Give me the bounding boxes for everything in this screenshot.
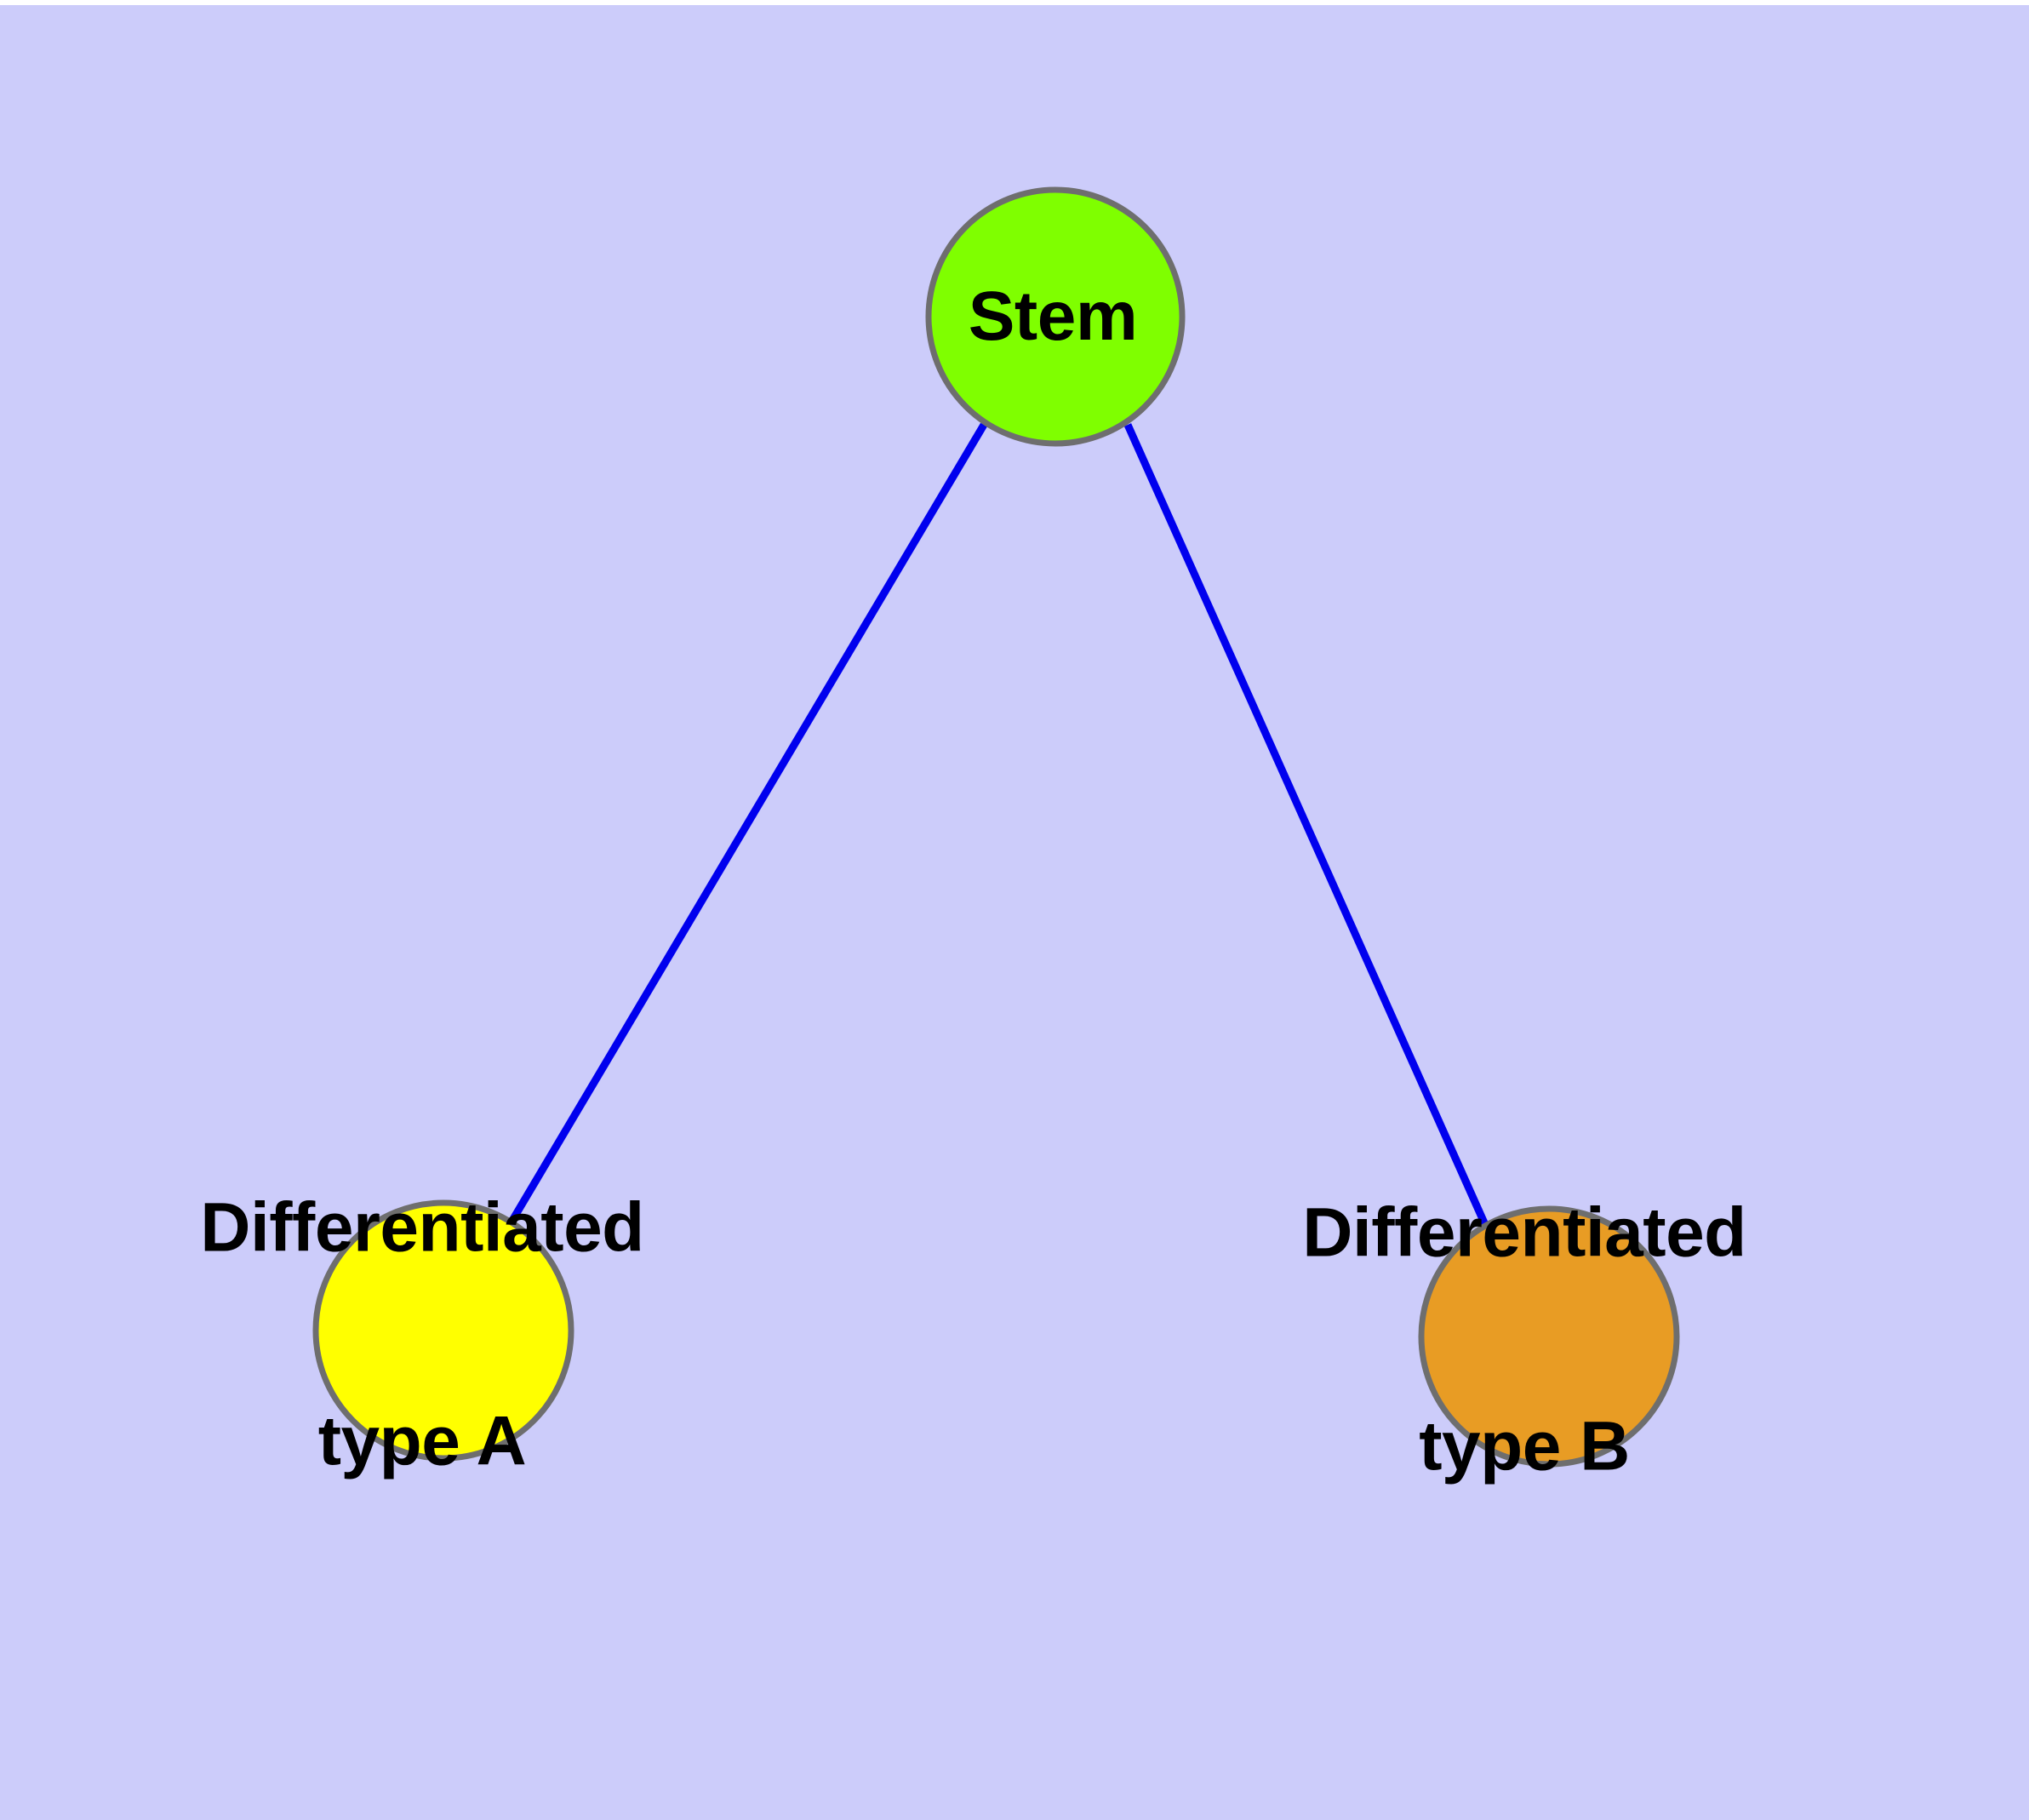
node-layer	[312, 186, 1680, 1468]
edge-layer	[507, 422, 1490, 1228]
node-stem[interactable]	[925, 186, 1186, 447]
edge-stem-to-differentiated-type-a[interactable]	[507, 422, 987, 1226]
node-differentiated-type-b[interactable]	[1418, 1205, 1680, 1468]
edge-stem-to-differentiated-type-b[interactable]	[1123, 423, 1490, 1228]
node-differentiated-type-a[interactable]	[312, 1199, 574, 1462]
